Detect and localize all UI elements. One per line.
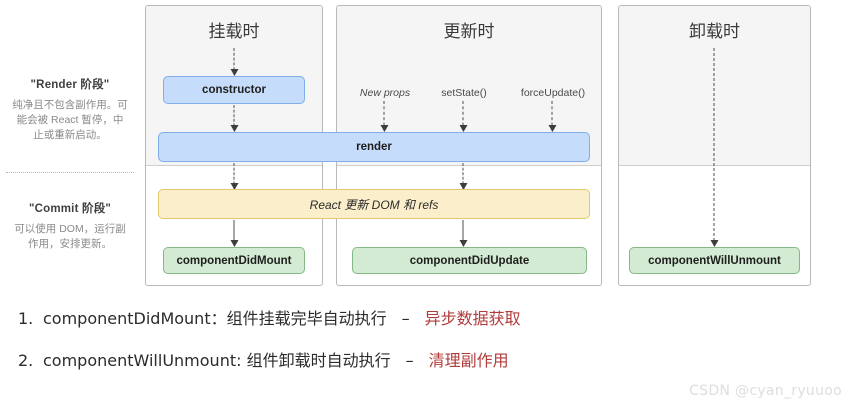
render-phase-zone-unmounting bbox=[619, 6, 810, 166]
arrow-render-to-commit-updating bbox=[459, 163, 467, 190]
phase-description-commit: 可以使用 DOM，运行副作用，安排更新。 bbox=[14, 223, 126, 251]
arrow-constructor-to-render bbox=[230, 105, 238, 132]
node-component-will-unmount[interactable]: componentWillUnmount bbox=[629, 247, 800, 274]
note-accent: 异步数据获取 bbox=[424, 309, 521, 328]
note-accent: 清理副作用 bbox=[428, 351, 509, 370]
watermark: CSDN @cyan_ryuuoo bbox=[689, 383, 842, 399]
trigger-force-update: forceUpdate() bbox=[520, 87, 586, 99]
node-render[interactable]: render bbox=[158, 132, 590, 162]
column-title-updating: 更新时 bbox=[443, 22, 495, 42]
note-index: 1. bbox=[18, 309, 34, 328]
node-component-did-mount[interactable]: componentDidMount bbox=[163, 247, 305, 274]
phase-description-render: 纯净且不包含副作用。可能会被 React 暂停，中止或重新启动。 bbox=[12, 99, 128, 142]
node-react-updates-dom-and-refs[interactable]: React 更新 DOM 和 refs bbox=[158, 189, 590, 219]
phase-divider bbox=[6, 172, 134, 173]
arrow-render-to-commit-mounting bbox=[230, 163, 238, 190]
arrow-commit-to-did-update bbox=[459, 220, 467, 247]
node-constructor[interactable]: constructor bbox=[163, 76, 305, 104]
column-title-mounting: 挂载时 bbox=[208, 22, 260, 42]
column-title-unmounting: 卸载时 bbox=[689, 22, 740, 42]
phase-title-render: "Render 阶段" bbox=[30, 79, 110, 91]
note-index: 2. bbox=[18, 351, 34, 370]
arrow-new-props-to-render bbox=[380, 101, 388, 132]
list-item: 1. componentDidMount：组件挂载完毕自动执行 – 异步数据获取 bbox=[0, 305, 850, 329]
note-text: componentWillUnmount: 组件卸载时自动执行 bbox=[43, 351, 391, 370]
arrow-title-to-constructor bbox=[230, 48, 238, 76]
phase-block-commit: "Commit 阶段" 可以使用 DOM，运行副作用，安排更新。 bbox=[0, 200, 140, 252]
note-text: componentDidMount：组件挂载完毕自动执行 bbox=[43, 309, 387, 328]
node-component-did-update[interactable]: componentDidUpdate bbox=[352, 247, 587, 274]
phase-title-commit: "Commit 阶段" bbox=[28, 203, 112, 215]
phase-label-column: "Render 阶段" 纯净且不包含副作用。可能会被 React 暂停，中止或重… bbox=[0, 0, 140, 290]
arrow-force-update-to-render bbox=[548, 101, 556, 132]
column-unmounting: 卸载时 bbox=[618, 5, 811, 286]
arrow-title-to-will-unmount bbox=[710, 48, 718, 247]
notes-list: 1. componentDidMount：组件挂载完毕自动执行 – 异步数据获取… bbox=[0, 305, 850, 389]
arrow-set-state-to-render bbox=[459, 101, 467, 132]
arrow-commit-to-did-mount bbox=[230, 220, 238, 247]
note-dash: – bbox=[401, 309, 410, 328]
note-dash: – bbox=[405, 351, 414, 370]
trigger-new-props: New props bbox=[359, 87, 411, 99]
phase-block-render: "Render 阶段" 纯净且不包含副作用。可能会被 React 暂停，中止或重… bbox=[0, 76, 140, 144]
list-item: 2. componentWillUnmount: 组件卸载时自动执行 – 清理副… bbox=[0, 347, 850, 371]
trigger-set-state: setState() bbox=[441, 87, 487, 99]
